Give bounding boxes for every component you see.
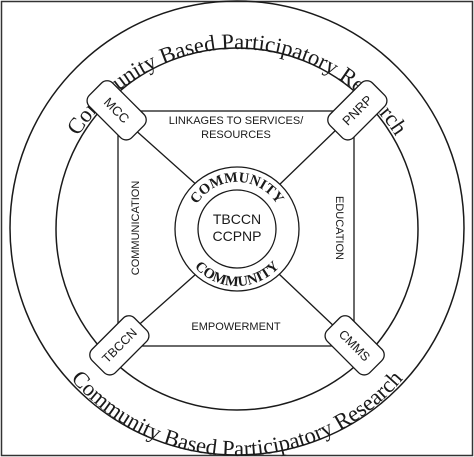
side-label-top-line2: RESOURCES bbox=[201, 129, 271, 141]
corner-box-top-right: PNRP bbox=[327, 80, 388, 141]
connector-top-left bbox=[132, 127, 200, 188]
center-text-line2: CCPNP bbox=[212, 228, 261, 244]
side-label-left: COMMUNICATION bbox=[130, 181, 142, 276]
central-square bbox=[117, 110, 355, 347]
corner-box-bottom-right: CMMS bbox=[324, 315, 385, 376]
center-text-line1: TBCCN bbox=[213, 211, 261, 227]
center-circle bbox=[197, 189, 277, 269]
connector-bottom-right bbox=[278, 273, 339, 331]
side-label-right: EDUCATION bbox=[333, 196, 345, 260]
outer-ring-bottom-text: Community Based Participatory Research bbox=[67, 365, 407, 457]
corner-box-top-left: MCC bbox=[86, 80, 147, 141]
outer-circle bbox=[9, 0, 465, 456]
side-label-bottom: EMPOWERMENT bbox=[191, 321, 281, 333]
connector-top-right bbox=[276, 127, 339, 188]
inner-ring-circle bbox=[55, 47, 419, 411]
side-label-top-line1: LINKAGES TO SERVICES/ bbox=[169, 115, 304, 127]
connector-bottom-left bbox=[132, 273, 197, 331]
